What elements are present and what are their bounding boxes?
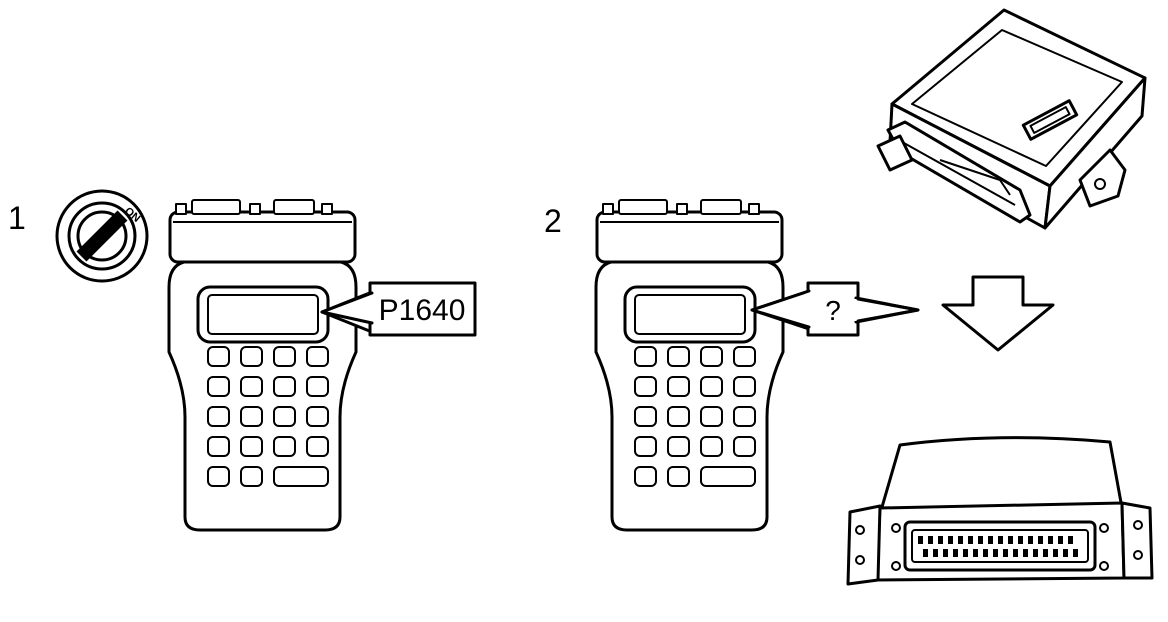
unknown-code-text: ? (825, 295, 841, 326)
control-module-icon (846, 436, 1154, 586)
step-1-number: 1 (8, 200, 26, 236)
control-module-icon (876, 8, 1147, 230)
diagnostic-scanner-icon (167, 198, 358, 532)
unknown-code-callout: ? (750, 281, 920, 337)
arrow-down-icon (941, 275, 1055, 352)
diagnostic-scanner-icon (594, 198, 785, 532)
step-2-number: 2 (544, 203, 562, 239)
fault-code-callout: P1640 (320, 281, 477, 337)
fault-code-text: P1640 (379, 294, 466, 327)
ignition-key-icon: ON (55, 189, 149, 283)
